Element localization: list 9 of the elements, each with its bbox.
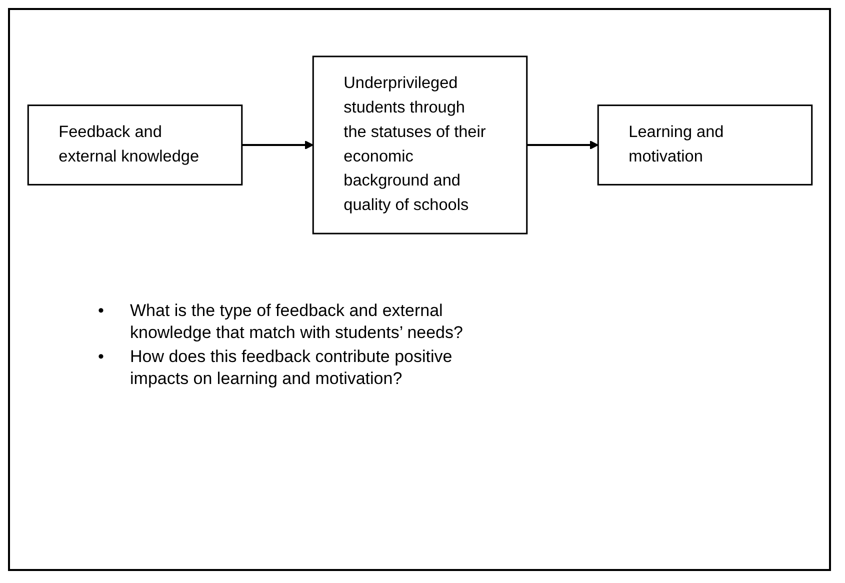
arrow	[526, 140, 599, 150]
node-box: Learning and motivation	[597, 104, 813, 186]
question-note: What is the type of feedback and external knowledge that match with students’ needs?	[130, 301, 463, 342]
bullet-mark: •	[98, 346, 104, 368]
bullet-mark: •	[98, 300, 104, 322]
arrow	[242, 140, 314, 150]
node-box: Feedback and external knowledge	[27, 104, 243, 186]
node-box: Underprivileged students through the statuses of their economic background and quality of schools	[312, 56, 528, 234]
question-note: How does this feedback contribute positive impacts on learning and motivation?	[130, 347, 452, 388]
